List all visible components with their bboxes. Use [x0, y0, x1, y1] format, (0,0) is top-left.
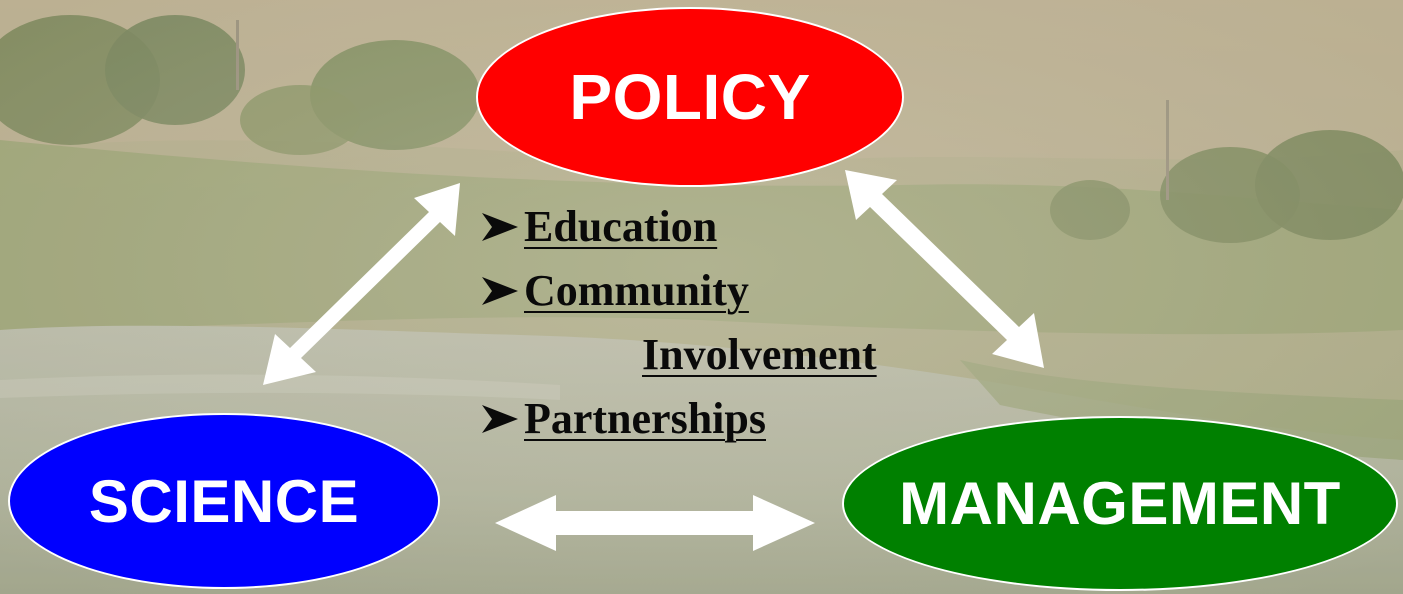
arrowhead-bullet-icon: [482, 405, 518, 433]
policy-node: POLICY: [476, 7, 904, 187]
management-label: MANAGEMENT: [899, 470, 1341, 537]
education-text: Education: [524, 202, 718, 251]
partnerships-text: Partnerships: [524, 394, 766, 443]
activity-list: Education Community Involvement Partners…: [478, 195, 978, 451]
arrowhead-bullet-icon: [482, 213, 518, 241]
science-node: SCIENCE: [8, 413, 440, 589]
list-item-education: Education: [478, 195, 978, 259]
science-label: SCIENCE: [88, 467, 360, 535]
involvement-text: Involvement: [642, 330, 877, 379]
arrowhead-bullet-icon: [482, 277, 518, 305]
management-node: MANAGEMENT: [842, 416, 1398, 591]
policy-label: POLICY: [569, 61, 811, 133]
community-text: Community: [524, 266, 749, 315]
list-item-partnerships: Partnerships: [478, 387, 978, 451]
list-item-community-involvement: Community Involvement: [478, 259, 978, 387]
